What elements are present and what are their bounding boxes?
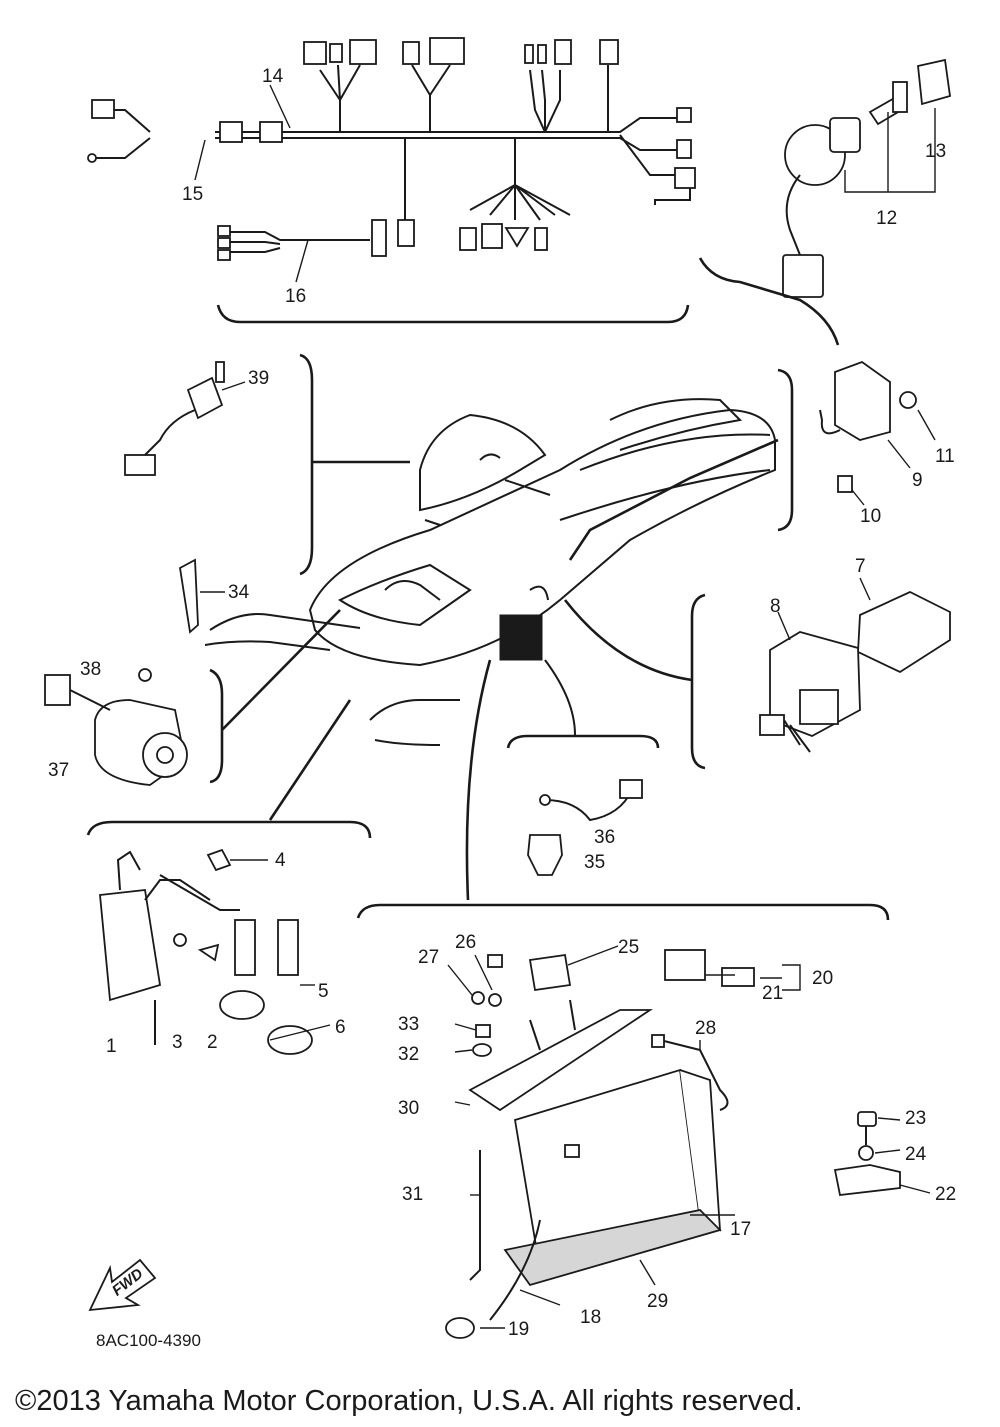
cdi-unit-group bbox=[563, 577, 951, 770]
part-label-14: 14 bbox=[262, 66, 284, 87]
part-label-30: 30 bbox=[398, 1098, 419, 1119]
part-labels: 1 2 3 4 5 6 7 8 9 10 11 12 13 14 15 16 1… bbox=[48, 66, 956, 1340]
ignition-coil-group bbox=[86, 699, 372, 1055]
snowmobile-body bbox=[204, 398, 776, 746]
part-label-2: 2 bbox=[207, 1032, 218, 1053]
part-label-5: 5 bbox=[318, 981, 329, 1002]
battery-group bbox=[356, 659, 931, 1339]
wire-harness-group bbox=[87, 37, 696, 324]
main-switch-group bbox=[698, 58, 951, 346]
part-label-36: 36 bbox=[594, 827, 615, 848]
part-label-28: 28 bbox=[695, 1018, 716, 1039]
part-label-1: 1 bbox=[106, 1036, 117, 1057]
part-label-24: 24 bbox=[905, 1144, 927, 1165]
part-label-25: 25 bbox=[618, 937, 639, 958]
part-label-9: 9 bbox=[912, 470, 923, 491]
fwd-arrow: FWD bbox=[88, 1258, 157, 1312]
unit-9-group bbox=[568, 360, 936, 561]
part-label-22: 22 bbox=[935, 1184, 956, 1205]
part-label-39: 39 bbox=[248, 368, 269, 389]
part-label-34: 34 bbox=[228, 582, 250, 603]
part-label-21: 21 bbox=[762, 983, 783, 1004]
part-label-23: 23 bbox=[905, 1108, 926, 1129]
part-label-17: 17 bbox=[730, 1219, 751, 1240]
part-label-29: 29 bbox=[647, 1291, 668, 1312]
part-label-37: 37 bbox=[48, 760, 69, 781]
part-label-18: 18 bbox=[580, 1307, 601, 1328]
part-label-33: 33 bbox=[398, 1014, 419, 1035]
part-label-3: 3 bbox=[172, 1032, 183, 1053]
part-label-11: 11 bbox=[935, 446, 955, 467]
part-label-38: 38 bbox=[80, 659, 101, 680]
part-label-13: 13 bbox=[925, 141, 946, 162]
copyright-notice: ©2013 Yamaha Motor Corporation, U.S.A. A… bbox=[15, 1385, 803, 1417]
switch-39-group bbox=[124, 353, 410, 576]
part-label-26: 26 bbox=[455, 932, 476, 953]
part-label-16: 16 bbox=[285, 286, 306, 307]
sensor-group bbox=[506, 659, 660, 876]
part-label-6: 6 bbox=[335, 1017, 346, 1038]
starter-group bbox=[44, 609, 341, 786]
part-label-10: 10 bbox=[860, 506, 881, 527]
part-label-19: 19 bbox=[508, 1319, 529, 1340]
part-label-35: 35 bbox=[584, 852, 605, 873]
part-label-15: 15 bbox=[182, 184, 203, 205]
part-label-27: 27 bbox=[418, 947, 439, 968]
part-label-12: 12 bbox=[876, 208, 897, 229]
part-label-4: 4 bbox=[275, 850, 286, 871]
part-label-31: 31 bbox=[402, 1184, 423, 1205]
part-label-8: 8 bbox=[770, 596, 781, 617]
diagram-code: 8AC100-4390 bbox=[96, 1331, 201, 1350]
part-label-32: 32 bbox=[398, 1044, 419, 1065]
part-label-7: 7 bbox=[855, 556, 866, 577]
band-34-group bbox=[179, 558, 225, 634]
part-label-20: 20 bbox=[812, 968, 833, 989]
